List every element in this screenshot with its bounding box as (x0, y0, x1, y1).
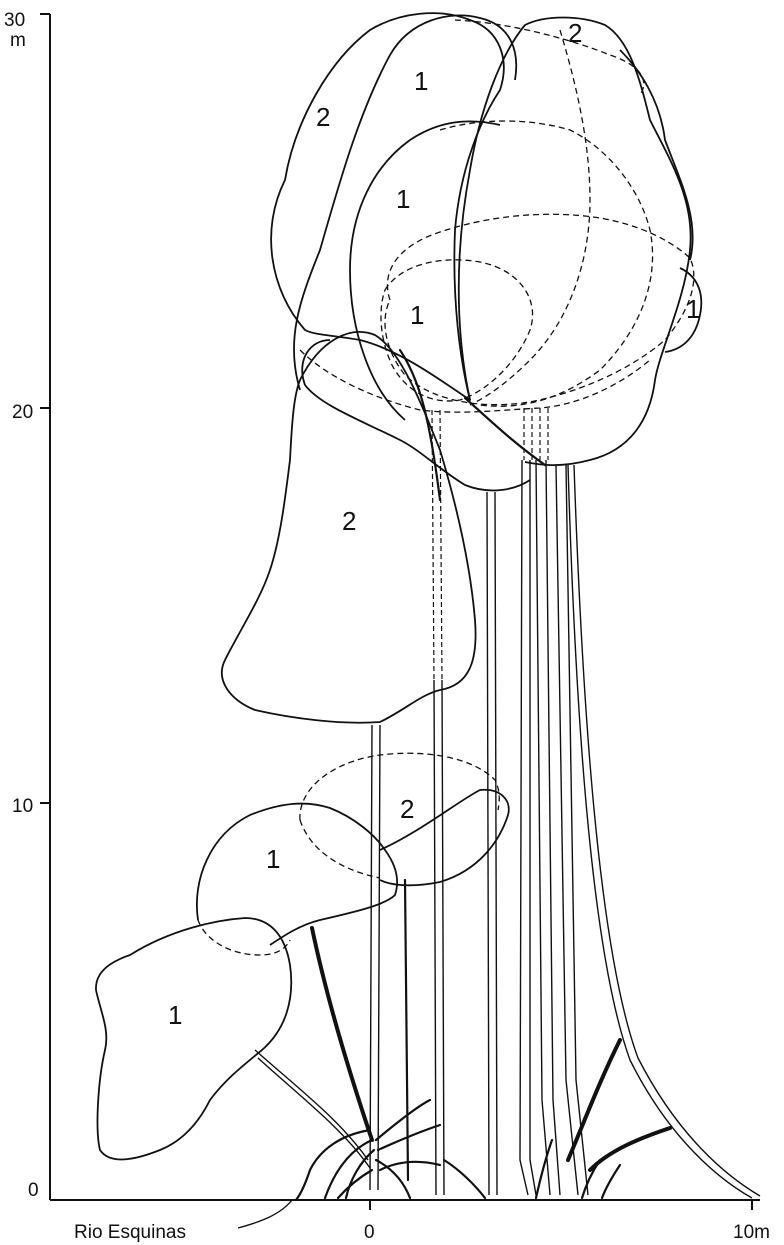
crown-upper-outer-lobe (302, 340, 530, 490)
stems (370, 350, 760, 1198)
stem-b-right (442, 680, 444, 1195)
crown-hidden-outline-f (300, 350, 650, 412)
root-curl-a (296, 1130, 370, 1200)
stem-c-right (495, 492, 497, 1195)
y-tick-label-20: 20 (12, 402, 33, 423)
crown-label-lower-1: 1 (266, 844, 280, 874)
river-bank-line (238, 1200, 292, 1228)
root-curl-d (376, 1100, 430, 1140)
stem-b-left (434, 680, 436, 1195)
crown-label-upper-1-right: 1 (686, 294, 700, 324)
crown-upper-2-left (271, 13, 504, 400)
root-trunk-base-left (444, 1160, 485, 1198)
stem-h-dark (465, 398, 545, 465)
stem-c-left (487, 492, 489, 1195)
crown-label-bottom-1: 1 (168, 1000, 182, 1030)
crown-hidden-outline-e (470, 30, 590, 405)
root-buttress-b (590, 1128, 670, 1170)
crown-label-upper-1-mid: 1 (396, 184, 410, 214)
stem-lower-2 (405, 880, 408, 1180)
crown-label-upper-2-right: 2 (568, 18, 582, 48)
river-label: Rio Esquinas (74, 1222, 186, 1243)
stem-d-left (520, 460, 528, 1195)
crown-upper-1-mid (350, 121, 500, 420)
crown-lower-1-hidden (198, 920, 290, 955)
y-unit-label: m (10, 30, 26, 51)
crown-label-upper-1-inner: 1 (410, 300, 424, 330)
crown-label-lower-2: 2 (400, 794, 414, 824)
stem-a-left (370, 725, 372, 1190)
crown-hidden-outline-c (385, 214, 694, 404)
upper-canopy: 2 1 2 1 1 1 (271, 13, 701, 490)
y-tick-label-0: 0 (28, 1180, 39, 1201)
y-tick-label-10: 10 (12, 796, 33, 817)
crown-label-middle-2: 2 (342, 506, 356, 536)
crown-upper-right-edge (620, 50, 693, 260)
crown-lower-2-hidden-b (300, 820, 380, 878)
crown-hidden-outline-d (381, 260, 533, 401)
crown-label-upper-1-top: 1 (414, 66, 428, 96)
crown-hidden-outline-a (455, 20, 644, 95)
crown-upper-2-right (459, 18, 691, 466)
middle-crown: 2 (222, 332, 476, 723)
root-buttress-d (602, 1165, 620, 1198)
stem-f-right (566, 465, 588, 1195)
axes: 30 m 20 10 0 0 10m Rio Esquinas (4, 10, 770, 1243)
x-tick-label-10m: 10m (733, 1222, 770, 1243)
y-tick-label-30: 30 (4, 10, 25, 31)
stem-a-right (378, 725, 380, 1190)
bottom-crown: 1 (96, 918, 291, 1159)
root-curl-e (378, 1125, 440, 1150)
x-tick-label-0: 0 (364, 1222, 375, 1243)
stem-d-right (530, 460, 536, 1195)
stem-f-left (556, 465, 578, 1195)
main-trunk-right-flare-inner (574, 465, 760, 1196)
crown-label-upper-2-left: 2 (316, 102, 330, 132)
crown-bottom-1 (96, 918, 291, 1159)
lower-crowns: 2 1 (197, 753, 509, 955)
